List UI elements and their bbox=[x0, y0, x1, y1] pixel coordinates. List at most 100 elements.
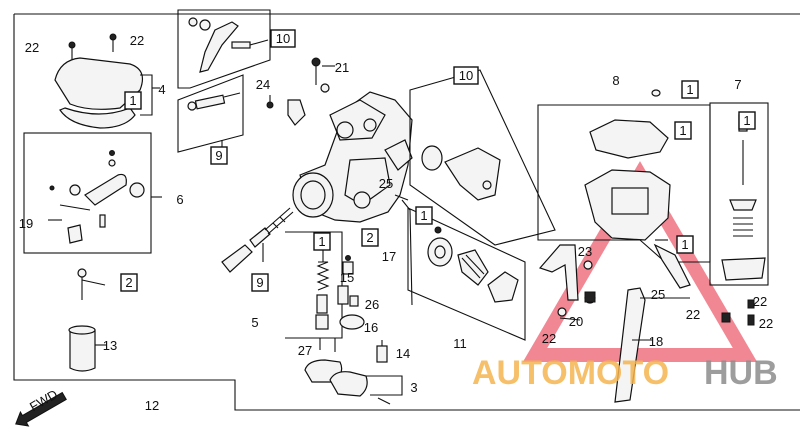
callout-number: 19 bbox=[19, 216, 33, 231]
group-7-box bbox=[709, 102, 769, 286]
callout-number: 1 bbox=[681, 237, 688, 252]
callout-number: 7 bbox=[734, 77, 741, 92]
callout-number: 1 bbox=[129, 93, 136, 108]
callout-number: 5 bbox=[251, 315, 258, 330]
callout-number: 18 bbox=[649, 334, 663, 349]
callout-c14: 1 bbox=[313, 232, 331, 251]
callout-number: 9 bbox=[256, 275, 263, 290]
bracket-and-tube bbox=[538, 244, 755, 403]
callout-number: 25 bbox=[379, 176, 393, 191]
callout-c15: 2 bbox=[361, 228, 379, 247]
callout-number: 2 bbox=[125, 275, 132, 290]
callout-c5: 10 bbox=[270, 29, 296, 48]
callout-c21: 17 bbox=[382, 249, 396, 264]
float-valve-parts bbox=[721, 114, 766, 281]
callout-c22: 25 bbox=[379, 176, 393, 191]
callout-c11: 2 bbox=[120, 273, 138, 292]
callout-c10: 19 bbox=[19, 216, 33, 231]
callout-c38: 22 bbox=[542, 331, 556, 346]
callout-number: 1 bbox=[318, 234, 325, 249]
main-frame-outline bbox=[13, 13, 800, 411]
carburetor-body bbox=[292, 91, 413, 306]
top-screws bbox=[266, 57, 335, 126]
callout-number: 1 bbox=[679, 123, 686, 138]
callout-number: 2 bbox=[366, 230, 373, 245]
drain-screw-and-boots bbox=[304, 340, 403, 405]
air-cut-cover-part bbox=[54, 33, 160, 129]
callout-c32: 7 bbox=[734, 77, 741, 92]
callout-number: 26 bbox=[365, 297, 379, 312]
callout-number: 1 bbox=[420, 208, 427, 223]
callout-c36: 25 bbox=[651, 287, 665, 302]
callout-c24: 3 bbox=[410, 380, 417, 395]
callout-number: 22 bbox=[753, 294, 767, 309]
callout-c17: 26 bbox=[365, 297, 379, 312]
air-screw-parts bbox=[187, 92, 241, 150]
callout-c2: 22 bbox=[130, 33, 144, 48]
callout-box bbox=[270, 29, 296, 48]
callout-c34: 23 bbox=[578, 244, 592, 259]
callout-number: 16 bbox=[364, 320, 378, 335]
callout-number: 20 bbox=[569, 314, 583, 329]
callout-c20: 27 bbox=[298, 343, 312, 358]
callout-box bbox=[124, 91, 142, 110]
callout-number: 22 bbox=[759, 316, 773, 331]
watermark-text-part2: HUB bbox=[704, 354, 778, 392]
group-5-box bbox=[285, 231, 343, 339]
accelerator-pump-lever bbox=[188, 17, 269, 73]
callout-c4: 1 bbox=[124, 91, 142, 110]
callout-number: 6 bbox=[176, 192, 183, 207]
callout-c40: 22 bbox=[686, 307, 700, 322]
callout-c37: 20 bbox=[569, 314, 583, 329]
float-chamber-parts bbox=[583, 89, 691, 289]
callout-box bbox=[120, 273, 138, 292]
callout-number: 9 bbox=[215, 148, 222, 163]
callout-box bbox=[210, 146, 228, 165]
jet-needle-parts bbox=[315, 241, 365, 352]
callout-c33: 1 bbox=[738, 111, 756, 130]
group-11-box bbox=[407, 207, 526, 341]
callout-number: 11 bbox=[453, 336, 467, 351]
callout-box bbox=[674, 121, 692, 140]
group-9-top-box bbox=[177, 74, 244, 153]
callout-c29: 8 bbox=[612, 73, 619, 88]
callout-number: 10 bbox=[459, 68, 473, 83]
callout-number: 13 bbox=[103, 338, 117, 353]
callout-c18: 16 bbox=[364, 320, 378, 335]
watermark-text-part1: AUTOMOTO bbox=[472, 354, 669, 392]
callout-number: 15 bbox=[340, 270, 354, 285]
callout-number: 23 bbox=[578, 244, 592, 259]
callout-c6: 9 bbox=[210, 146, 228, 165]
jet-holder-cylinder-part bbox=[68, 268, 107, 372]
callout-c41: 22 bbox=[753, 294, 767, 309]
callout-number: 3 bbox=[410, 380, 417, 395]
callout-c3: 4 bbox=[158, 82, 165, 97]
callout-box bbox=[415, 206, 433, 225]
callout-number: 4 bbox=[158, 82, 165, 97]
callout-box bbox=[681, 80, 699, 99]
callout-number: 21 bbox=[335, 60, 349, 75]
callout-number: 14 bbox=[396, 346, 410, 361]
callout-c28: 11 bbox=[453, 336, 467, 351]
callout-number: 22 bbox=[130, 33, 144, 48]
fwd-arrow-icon bbox=[15, 391, 67, 427]
callout-number: 22 bbox=[686, 307, 700, 322]
callout-number: 12 bbox=[145, 398, 159, 413]
group-10-top-box bbox=[177, 9, 271, 89]
callout-c19: 5 bbox=[251, 315, 258, 330]
callout-number: 17 bbox=[382, 249, 396, 264]
callout-number: 22 bbox=[25, 40, 39, 55]
callout-c23: 14 bbox=[396, 346, 410, 361]
callout-c31: 1 bbox=[674, 121, 692, 140]
callout-c13: 9 bbox=[251, 273, 269, 292]
callout-c35: 1 bbox=[676, 235, 694, 254]
callout-number: 1 bbox=[743, 113, 750, 128]
group-6-box bbox=[23, 132, 152, 254]
callout-c26: 10 bbox=[453, 66, 479, 85]
callout-c7: 21 bbox=[335, 60, 349, 75]
callout-box bbox=[453, 66, 479, 85]
callout-c25: 12 bbox=[145, 398, 159, 413]
callout-c8: 24 bbox=[256, 77, 270, 92]
